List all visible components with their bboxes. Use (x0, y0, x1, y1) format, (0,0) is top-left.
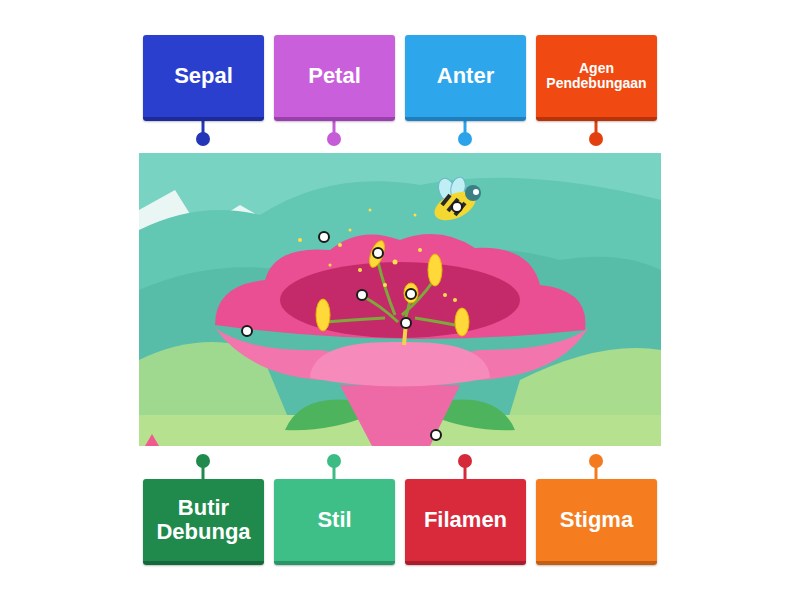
label-text: Sepal (174, 64, 233, 88)
label-box: Stil (274, 479, 395, 565)
label-text: Filamen (424, 508, 507, 532)
label-box: Petal (274, 35, 395, 121)
label-box: Filamen (405, 479, 526, 565)
label-text: Anter (437, 64, 494, 88)
label-box: Agen Pendebungaan (536, 35, 657, 121)
label-box: Anter (405, 35, 526, 121)
label-text: Agen Pendebungaan (542, 61, 651, 92)
label-text: Stil (317, 508, 351, 532)
label-box: Sepal (143, 35, 264, 121)
label-box: Butir Debunga (143, 479, 264, 565)
label-text: Stigma (560, 508, 633, 532)
label-text: Butir Debunga (149, 496, 258, 544)
label-text: Petal (308, 64, 361, 88)
label-box: Stigma (536, 479, 657, 565)
